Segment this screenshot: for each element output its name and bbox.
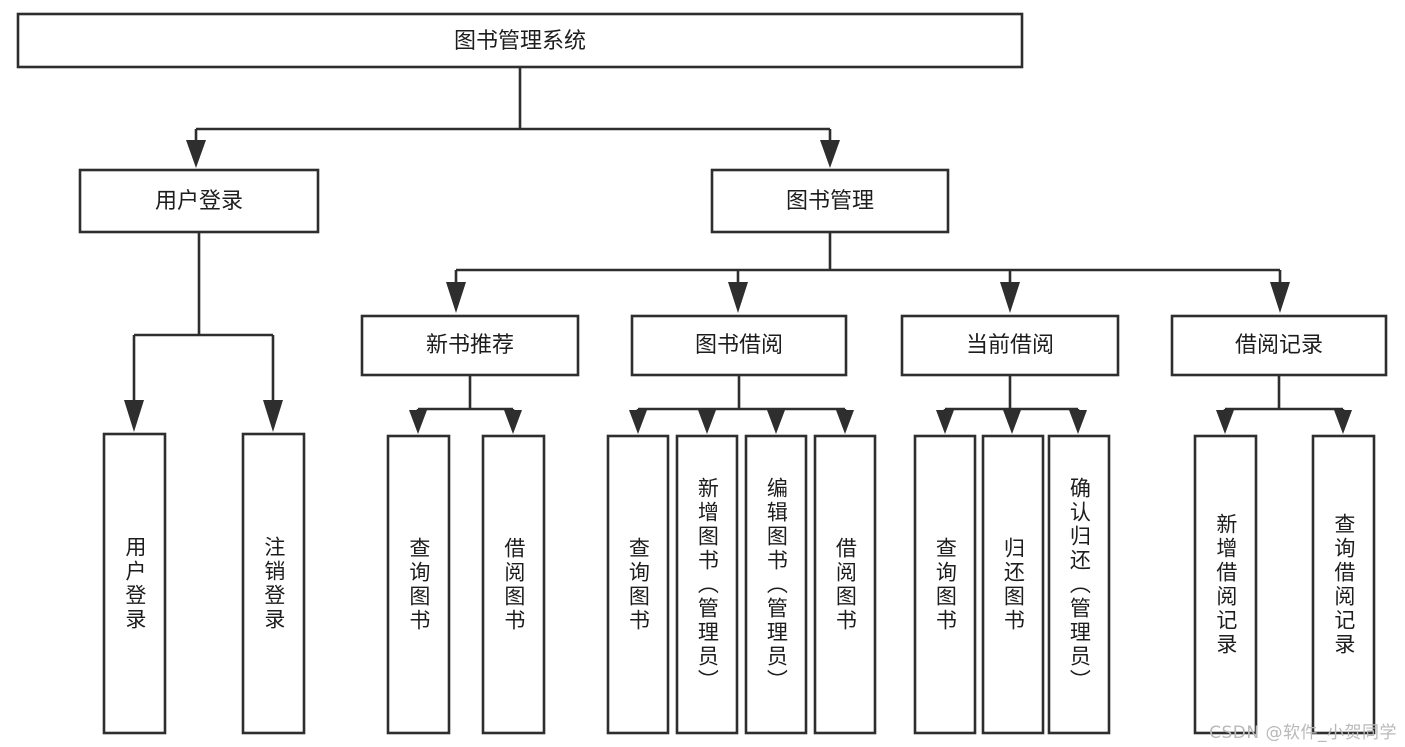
arrow-new-book-recommend (446, 282, 466, 313)
arrow-leaf-nb-query-book (409, 410, 427, 434)
arrow-leaf-nb-borrow-book (504, 410, 522, 434)
borrow-record-box-label: 借阅记录 (1235, 333, 1323, 358)
book-borrow-box-label: 图书借阅 (695, 333, 783, 358)
new-book-recommend-box-label: 新书推荐 (426, 333, 514, 358)
arrow-leaf-bb-borrow-book (836, 410, 854, 434)
leaf-bb-borrow-book[interactable] (813, 434, 877, 735)
leaf-nb-query-book-shape (386, 434, 451, 735)
leaf-cb-query-book[interactable] (913, 434, 977, 735)
leaf-br-query-record[interactable] (1311, 434, 1376, 735)
leaf-br-add-record-shape (1193, 434, 1258, 735)
root-box-label: 图书管理系统 (454, 29, 586, 54)
arrow-leaf-br-add-record (1216, 410, 1234, 434)
leaf-bb-query-book-shape (606, 434, 670, 735)
new-book-recommend-box-shape (360, 314, 580, 377)
node-current-borrow[interactable]: 当前借阅 (900, 314, 1120, 377)
arrow-leaf-user-login (124, 400, 144, 432)
node-user-login[interactable]: 用户登录 (78, 168, 320, 234)
leaf-bb-add-book-shape (675, 434, 739, 735)
leaf-user-login[interactable] (102, 432, 167, 735)
node-borrow-record[interactable]: 借阅记录 (1170, 314, 1388, 377)
arrow-leaf-cb-return-book (1003, 410, 1021, 434)
arrow-leaf-br-query-record (1334, 410, 1352, 434)
leaf-bb-edit-book[interactable] (744, 434, 808, 735)
arrow-user-login (186, 140, 206, 168)
book-management-box-shape (710, 168, 950, 234)
node-new-book-recommend[interactable]: 新书推荐 (360, 314, 580, 377)
leaf-logout[interactable] (241, 432, 306, 735)
node-book-borrow[interactable]: 图书借阅 (630, 314, 848, 377)
leaf-user-login-shape (102, 432, 167, 735)
leaf-cb-return-book[interactable] (981, 434, 1045, 735)
book-management-box-label: 图书管理 (786, 189, 874, 214)
arrow-leaf-bb-add-book (698, 410, 716, 434)
leaf-cb-return-book-shape (981, 434, 1045, 735)
leaf-bb-borrow-book-shape (813, 434, 877, 735)
leaf-cb-confirm-return-shape (1047, 434, 1111, 735)
leaf-bb-query-book[interactable] (606, 434, 670, 735)
root-box-shape (16, 12, 1024, 69)
book-borrow-box-shape (630, 314, 848, 377)
leaf-nb-borrow-book-shape (481, 434, 546, 735)
leaf-nb-query-book[interactable] (386, 434, 451, 735)
leaf-cb-query-book-shape (913, 434, 977, 735)
leaf-br-query-record-shape (1311, 434, 1376, 735)
arrow-book-borrow (728, 282, 748, 313)
arrow-current-borrow (1000, 282, 1020, 313)
leaf-logout-shape (241, 432, 306, 735)
leaf-cb-confirm-return[interactable] (1047, 434, 1111, 735)
arrow-book-mgmt (820, 140, 840, 168)
user-login-box-label: 用户登录 (155, 189, 243, 214)
leaf-bb-edit-book-shape (744, 434, 808, 735)
node-book-management[interactable]: 图书管理 (710, 168, 950, 234)
arrow-leaf-bb-edit-book (767, 410, 785, 434)
current-borrow-box-shape (900, 314, 1120, 377)
leaf-nb-borrow-book[interactable] (481, 434, 546, 735)
arrow-leaf-cb-confirm-return (1069, 410, 1087, 434)
leaf-br-add-record[interactable] (1193, 434, 1258, 735)
arrow-leaf-cb-query-book (936, 410, 954, 434)
leaf-bb-add-book[interactable] (675, 434, 739, 735)
arrow-borrow-record (1270, 282, 1290, 313)
current-borrow-box-label: 当前借阅 (966, 333, 1054, 358)
arrow-leaf-logout (263, 400, 283, 432)
arrow-leaf-bb-query-book (629, 410, 647, 434)
borrow-record-box-shape (1170, 314, 1388, 377)
node-root-system[interactable]: 图书管理系统 (16, 12, 1024, 69)
